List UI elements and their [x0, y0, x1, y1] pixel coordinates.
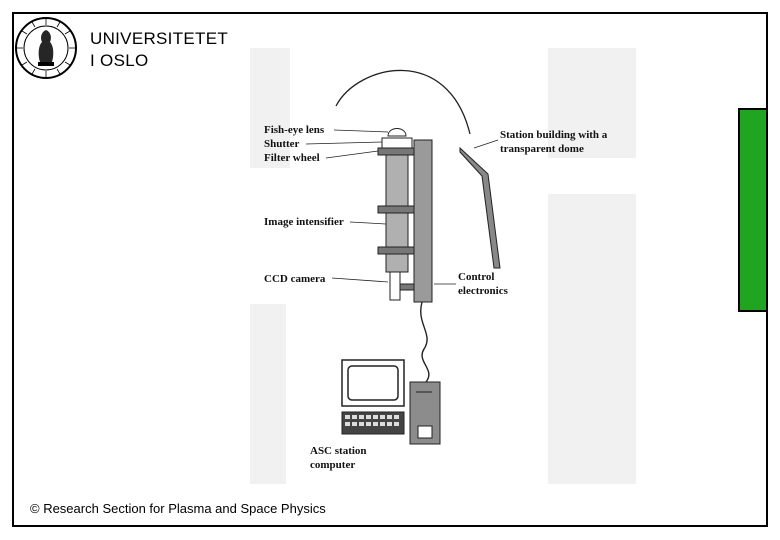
university-line-1: UNIVERSITETET [90, 29, 229, 48]
label-shutter: Shutter [264, 138, 300, 150]
intensifier-flange-top [377, 205, 415, 214]
university-seal-logo [15, 17, 77, 79]
label-asc-2: computer [310, 459, 355, 471]
label-station-1: Station building with a [500, 129, 608, 141]
university-name: UNIVERSITETET I OSLO [90, 28, 228, 72]
label-image-intensifier: Image intensifier [264, 216, 344, 228]
label-ccd-camera: CCD camera [264, 273, 326, 285]
fisheye-lens [387, 128, 407, 137]
label-asc-1: ASC station [310, 445, 367, 457]
label-control-2: electronics [458, 285, 509, 297]
label-control-1: Control [458, 271, 494, 283]
dome-wall [459, 146, 501, 269]
university-line-2: I OSLO [90, 51, 149, 70]
label-fisheye: Fish-eye lens [264, 124, 325, 136]
filter-wheel [377, 147, 415, 156]
control-electronics [413, 139, 433, 303]
all-sky-camera-diagram: Fish-eye lens Shutter Filter wheel Image… [248, 44, 640, 486]
label-station-2: transparent dome [500, 143, 584, 155]
accent-green-bar [738, 108, 768, 312]
label-filter-wheel: Filter wheel [264, 152, 320, 164]
intensifier-flange-bottom [377, 246, 415, 255]
ccd-camera [389, 271, 401, 301]
footer-copyright: © Research Section for Plasma and Space … [30, 501, 326, 516]
shutter [381, 137, 413, 149]
dome-arc [335, 69, 471, 135]
